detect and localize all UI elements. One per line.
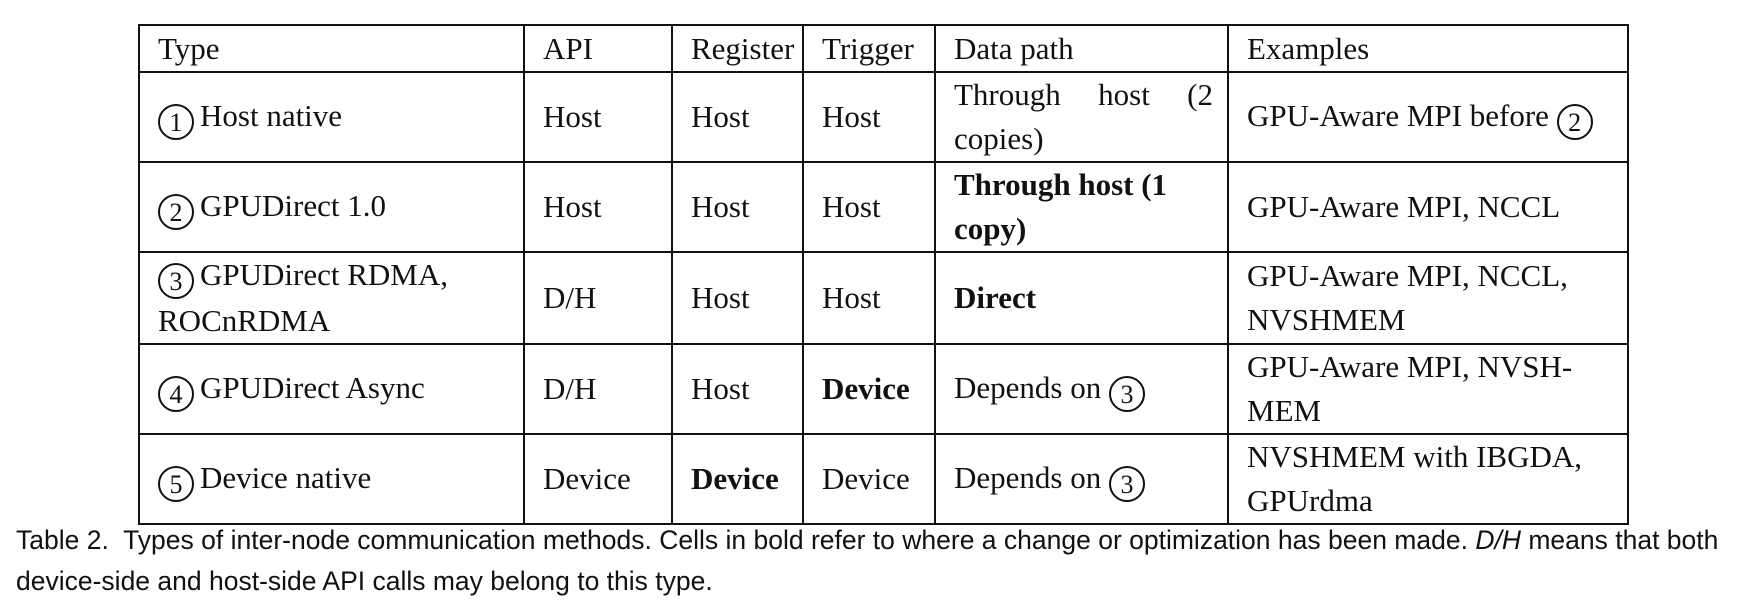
trigger-cell: Host — [802, 251, 936, 345]
data-path-label: Depends on — [954, 370, 1102, 405]
examples-cell: NVSHMEM with IBGDA, GPUrdma — [1227, 433, 1629, 525]
caption-label: Table 2. — [16, 525, 109, 555]
header-data-path: Data path — [934, 24, 1229, 73]
trigger-cell: Device — [802, 343, 936, 435]
circled-number-badge: 2 — [158, 194, 194, 230]
caption-italic-term: D/H — [1475, 525, 1521, 555]
data-path-label: Depends on — [954, 460, 1102, 495]
type-label: GPUDirect Async — [200, 370, 425, 405]
header-trigger: Trigger — [802, 24, 936, 73]
register-cell: Host — [671, 251, 804, 345]
circled-number-badge: 3 — [1108, 376, 1145, 412]
table-caption: Table 2. Types of inter-node communicati… — [16, 520, 1736, 602]
circled-number-badge: 1 — [158, 104, 194, 140]
data-path-cell: Through host (1 copy) — [934, 161, 1229, 253]
table-header-row: Type API Register Trigger Data path Exam… — [138, 24, 1629, 73]
trigger-cell: Host — [802, 161, 936, 253]
communication-types-table: Type API Register Trigger Data path Exam… — [138, 24, 1629, 525]
data-path-cell: Through host (2 copies) — [934, 71, 1229, 163]
api-cell: D/H — [523, 251, 673, 345]
register-cell: Host — [671, 343, 804, 435]
data-path-cell: Direct — [934, 251, 1229, 345]
header-examples: Examples — [1227, 24, 1629, 73]
api-cell: Host — [523, 161, 673, 253]
register-cell: Device — [671, 433, 804, 525]
circled-number-badge: 2 — [1556, 104, 1593, 140]
type-label: GPUDirect RDMA, ROCnRDMA — [158, 257, 448, 338]
header-register: Register — [671, 24, 804, 73]
type-label: Device native — [200, 460, 372, 495]
caption-text: Types of inter-node communication method… — [123, 525, 1468, 555]
data-path-cell: Depends on 3 — [934, 343, 1229, 435]
circled-number-badge: 3 — [1108, 466, 1145, 502]
register-cell: Host — [671, 71, 804, 163]
caption-text-continued: means that both device-side and host-sid… — [16, 525, 1719, 596]
examples-cell: GPU-Aware MPI before 2 — [1227, 71, 1629, 163]
circled-number-badge: 4 — [158, 376, 194, 412]
header-type: Type — [138, 24, 525, 73]
api-cell: Device — [523, 433, 673, 525]
data-path-cell: Depends on 3 — [934, 433, 1229, 525]
register-cell: Host — [671, 161, 804, 253]
trigger-cell: Host — [802, 71, 936, 163]
examples-cell: GPU-Aware MPI, NCCL — [1227, 161, 1629, 253]
trigger-cell: Device — [802, 433, 936, 525]
api-cell: D/H — [523, 343, 673, 435]
examples-label: GPU-Aware MPI before — [1247, 98, 1549, 133]
header-api: API — [523, 24, 673, 73]
type-label: GPUDirect 1.0 — [200, 188, 386, 223]
api-cell: Host — [523, 71, 673, 163]
examples-cell: GPU-Aware MPI, NCCL, NVSHMEM — [1227, 251, 1629, 345]
circled-number-badge: 3 — [158, 263, 194, 299]
examples-cell: GPU-Aware MPI, NVSH-MEM — [1227, 343, 1629, 435]
type-label: Host native — [200, 98, 343, 133]
circled-number-badge: 5 — [158, 466, 194, 502]
